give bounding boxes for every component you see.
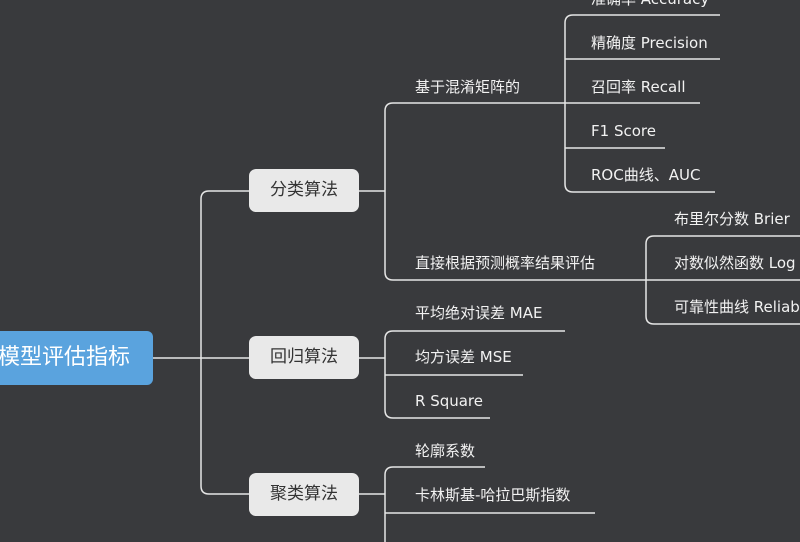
node-clustering[interactable]: 聚类算法 [249,473,359,516]
root-node[interactable]: 模型评估指标 [0,331,153,385]
group-confusion-matrix[interactable]: 基于混淆矩阵的 [415,78,521,96]
connector-root-trunk [200,190,249,495]
item-calinski-harabasz[interactable]: 卡林斯基-哈拉巴斯指数 [415,486,571,504]
node-classification[interactable]: 分类算法 [249,169,359,212]
item-r-square[interactable]: R Square [415,392,483,410]
item-mse[interactable]: 均方误差 MSE [415,348,512,366]
item-log-likelihood[interactable]: 对数似然函数 Log [674,254,796,272]
item-mae[interactable]: 平均绝对误差 MAE [415,304,543,322]
item-accuracy[interactable]: 准确率 Accuracy [591,0,709,9]
item-recall[interactable]: 召回率 Recall [591,78,686,96]
item-silhouette[interactable]: 轮廓系数 [415,442,476,460]
group-probability-eval[interactable]: 直接根据预测概率结果评估 [415,254,596,272]
item-brier-score[interactable]: 布里尔分数 Brier [674,210,790,228]
item-precision[interactable]: 精确度 Precision [591,34,708,52]
item-reliability-curve[interactable]: 可靠性曲线 Reliab [674,298,800,316]
item-f1-score[interactable]: F1 Score [591,122,656,140]
node-regression[interactable]: 回归算法 [249,336,359,379]
item-roc-auc[interactable]: ROC曲线、AUC [591,166,701,184]
connector-clustering-trunk [384,466,405,542]
connector-classification-trunk [384,102,620,281]
